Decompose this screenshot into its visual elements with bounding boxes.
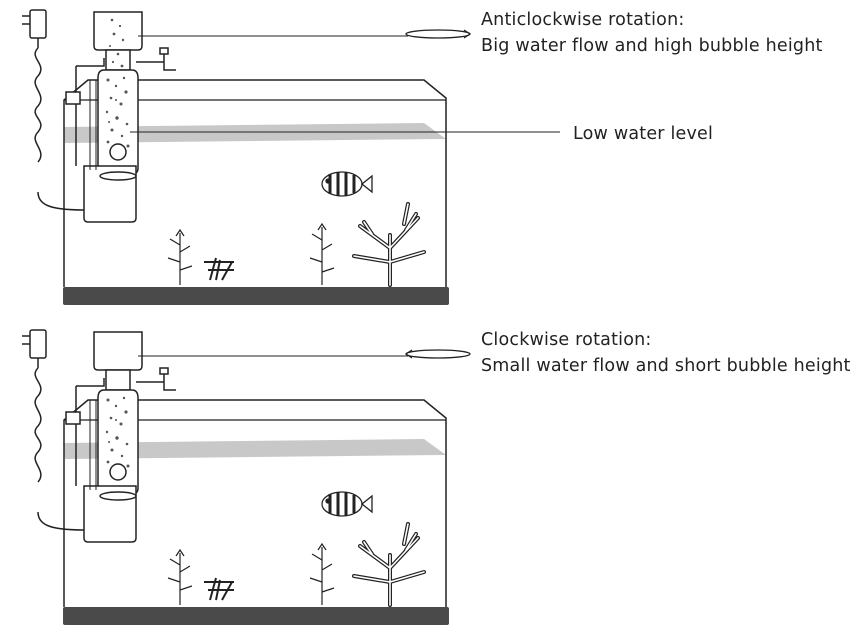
power-adapter-icon bbox=[22, 9, 85, 211]
coral-icon bbox=[352, 522, 426, 607]
aquatic-plant-icon bbox=[167, 542, 335, 605]
rotation-arrow-icon bbox=[405, 349, 471, 359]
bubble-column bbox=[105, 396, 130, 468]
callout-lines bbox=[130, 35, 560, 133]
bubble-column bbox=[105, 18, 130, 148]
aquarium-illustration bbox=[22, 9, 560, 305]
fish-icon bbox=[321, 171, 373, 197]
rotation-arrow-icon bbox=[405, 29, 471, 39]
protein-skimmer-icon bbox=[65, 331, 176, 543]
water-level-label: Low water level bbox=[573, 124, 714, 144]
aquarium-illustration bbox=[22, 329, 471, 625]
rotation-title: Clockwise rotation: bbox=[481, 330, 652, 350]
fish-icon bbox=[321, 491, 373, 517]
power-adapter-icon bbox=[22, 329, 85, 531]
diagram-clockwise: Clockwise rotation: Small water flow and… bbox=[0, 320, 857, 636]
rotation-description: Small water flow and short bubble height bbox=[481, 356, 851, 376]
diagram-anticlockwise: Anticlockwise rotation: Big water flow a… bbox=[0, 0, 857, 316]
aquatic-plant-icon bbox=[167, 222, 335, 285]
tank-icon bbox=[63, 399, 449, 625]
coral-icon bbox=[352, 202, 426, 287]
rotation-title: Anticlockwise rotation: bbox=[481, 10, 685, 30]
rotation-description: Big water flow and high bubble height bbox=[481, 36, 823, 56]
protein-skimmer-icon bbox=[65, 11, 176, 223]
